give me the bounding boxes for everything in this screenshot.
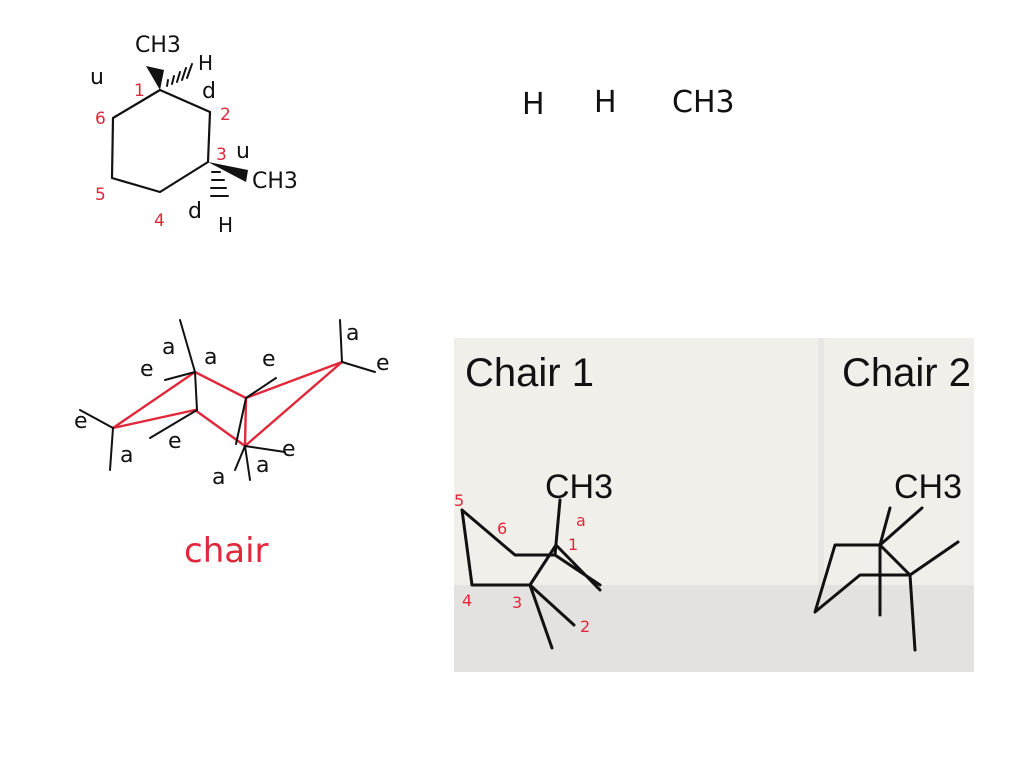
ch3-top-label: CH3 bbox=[135, 33, 181, 58]
chair-photo-panel: Chair 1 Chair 2 CH3 5 6 1 4 3 2 a CH3 bbox=[454, 338, 974, 672]
chair1-number-4: 4 bbox=[462, 591, 472, 610]
photo-bottom-band bbox=[454, 585, 974, 672]
chair1-drawing bbox=[460, 498, 602, 650]
ring-number-1: 1 bbox=[134, 81, 145, 101]
chair-label-e-right: e bbox=[376, 351, 390, 376]
chair-label-e-mid: e bbox=[168, 429, 182, 454]
chair-label-a-right: a bbox=[346, 321, 359, 346]
chair-label-e-top2: e bbox=[262, 347, 276, 372]
ch3-right-label: CH3 bbox=[252, 169, 298, 194]
chair-label-a-bottom1: a bbox=[212, 465, 225, 490]
label-u-left: u bbox=[90, 65, 104, 90]
hash-bond-c3 bbox=[210, 171, 229, 197]
chair1-title: Chair 1 bbox=[465, 351, 594, 395]
chair2-ch3: CH3 bbox=[894, 468, 962, 506]
photo-divider bbox=[818, 338, 824, 585]
ring-number-5: 5 bbox=[95, 185, 106, 205]
chair2-drawing bbox=[813, 506, 960, 652]
chair1-ch3: CH3 bbox=[545, 468, 613, 506]
top-right-ch3: CH3 bbox=[672, 85, 735, 120]
chair1-axial-label: a bbox=[576, 511, 586, 530]
chair-label-e-left: e bbox=[74, 409, 88, 434]
label-d-top: d bbox=[202, 79, 216, 104]
chair1-number-3: 3 bbox=[512, 593, 522, 612]
chair2-title: Chair 2 bbox=[842, 351, 971, 395]
label-u-right: u bbox=[236, 139, 250, 164]
ring-number-6: 6 bbox=[95, 109, 106, 129]
h-top-label: H bbox=[198, 51, 213, 75]
ring-number-2: 2 bbox=[220, 105, 231, 125]
chair1-number-1: 1 bbox=[568, 535, 578, 554]
chair-title: chair bbox=[184, 531, 269, 571]
chair-label-e-top1: e bbox=[140, 357, 154, 382]
chair-label-e-bottom: e bbox=[282, 437, 296, 462]
label-d-bottom: d bbox=[188, 199, 202, 224]
chair-label-a-left: a bbox=[120, 443, 133, 468]
ring-number-3: 3 bbox=[216, 145, 227, 165]
chair-sketch-drawing bbox=[79, 319, 376, 481]
chair-label-a-top2: a bbox=[204, 345, 217, 370]
chair1-numbers: 5 6 1 4 3 2 a bbox=[454, 491, 590, 636]
chair-substituent-bonds bbox=[79, 319, 376, 481]
wedge-bond-c1 bbox=[146, 66, 164, 90]
ring-numbers: 1 2 3 4 5 6 bbox=[95, 81, 231, 231]
ring-number-4: 4 bbox=[154, 211, 165, 231]
h-bottom-label: H bbox=[218, 213, 233, 237]
chair-label-a-bottom2: a bbox=[256, 453, 269, 478]
cyclohexane-structure bbox=[110, 63, 248, 197]
chair1-number-6: 6 bbox=[497, 519, 507, 538]
wedge-bond-c3 bbox=[208, 162, 248, 182]
chair1-number-5: 5 bbox=[454, 491, 464, 510]
chair-label-a-top1: a bbox=[162, 335, 175, 360]
chair-sketch-labels: e a e a a e e a a e a e bbox=[74, 321, 390, 490]
ring-bonds bbox=[110, 88, 212, 194]
top-right-h2: H bbox=[594, 85, 617, 120]
hash-bond-c1 bbox=[166, 63, 193, 87]
chair1-number-2: 2 bbox=[580, 617, 590, 636]
top-right-h1: H bbox=[522, 87, 545, 122]
